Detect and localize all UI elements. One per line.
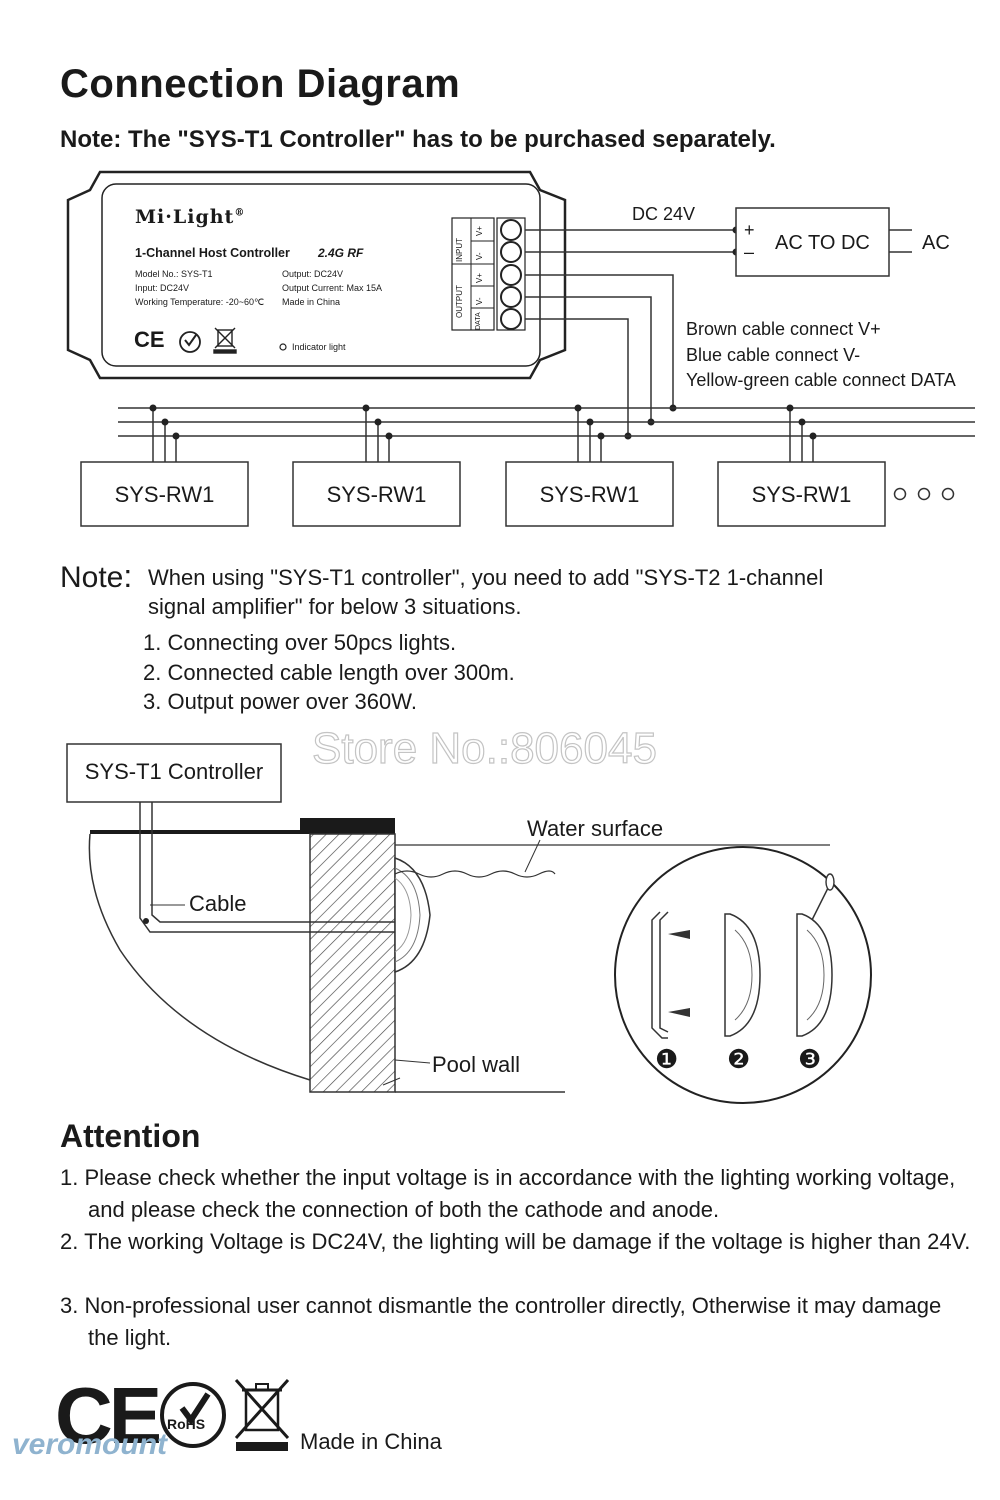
light-label-3: SYS-RW1: [539, 482, 640, 507]
purchase-note: Note: The "SYS-T1 Controller" has to be …: [60, 126, 776, 153]
made-in-china: Made in China: [300, 1429, 442, 1454]
input-spec: Input: DC24V: [135, 283, 190, 293]
water-surface-label: Water surface: [527, 816, 664, 841]
ac-label: AC: [922, 232, 950, 254]
terminal-screw-5: [500, 308, 522, 330]
more-dot-2: [917, 487, 931, 501]
terminal-screw-2: [500, 241, 522, 263]
made-small: Made in China: [282, 297, 341, 307]
indicator-label: Indicator light: [292, 342, 346, 352]
more-dot-1: [893, 487, 907, 501]
page-title: Connection Diagram: [60, 62, 461, 106]
note-line-2: signal amplifier" for below 3 situations…: [148, 594, 522, 619]
pin-2: V-: [475, 252, 484, 260]
terminal-screw-4: [500, 286, 522, 308]
pin-3: V+: [475, 272, 484, 283]
pool-controller-label: SYS-T1 Controller: [84, 759, 264, 784]
attention-item-1: 1. Please check whether the input voltag…: [60, 1165, 956, 1222]
light-box-1: [80, 461, 249, 527]
bracket-icon: [651, 911, 669, 1039]
current-spec: Output Current: Max 15A: [282, 283, 383, 293]
temp-spec: Working Temperature: -20~60℃: [135, 297, 265, 307]
more-dot-3: [941, 487, 955, 501]
pin-5: DATA: [475, 312, 482, 330]
pool-deck: [90, 818, 395, 834]
lamp-mounted-icon: [796, 913, 833, 1037]
store-watermark: Store No.:806045: [311, 723, 657, 773]
light-label-4: SYS-RW1: [751, 482, 852, 507]
terminal-screw-1: [500, 219, 522, 241]
soil-edge: [88, 833, 311, 1081]
light-box-2: [292, 461, 461, 527]
controller-name: 1-Channel Host Controller: [135, 246, 290, 260]
note-item-1: 1. Connecting over 50pcs lights.: [143, 630, 457, 655]
weee-bin-icon: [234, 1378, 290, 1451]
converter-label: AC TO DC: [775, 232, 870, 254]
step-3-badge: ❸: [798, 1044, 822, 1074]
step-1-badge: ❶: [655, 1044, 679, 1074]
note-heading: Note:: [60, 558, 133, 594]
rohs-label: RoHS: [167, 1416, 206, 1432]
ac-to-dc-converter: [735, 207, 890, 277]
attention-item-3: 3. Non-professional user cannot dismantl…: [60, 1293, 942, 1350]
rohs-small-icon: [179, 331, 201, 353]
ce-small-mark: CE: [134, 327, 165, 352]
screwdriver-icon: [811, 887, 829, 921]
light-label-2: SYS-RW1: [326, 482, 427, 507]
terminal-screw-3: [500, 264, 522, 286]
light-box-4: [717, 461, 886, 527]
bin-small-icon: [213, 327, 237, 354]
note-line-1: When using "SYS-T1 controller", you need…: [148, 565, 824, 590]
terminal-label-block: [451, 217, 495, 331]
pin-1: V+: [475, 225, 484, 236]
ce-mark: CE: [55, 1371, 162, 1460]
water-wave: [394, 870, 556, 878]
rf-label: 2.4G RF: [318, 246, 364, 260]
pool-light-fixture: [394, 856, 431, 974]
cable-note-brown: Brown cable connect V+: [686, 319, 881, 339]
cable-label: Cable: [189, 891, 247, 916]
pool-diagram: [66, 743, 872, 1104]
veromount-watermark: veromount: [12, 1428, 168, 1461]
terminal-output-label: OUTPUT: [455, 285, 464, 318]
plus-sign: +: [744, 220, 755, 240]
cable-note-blue: Blue cable connect V-: [686, 345, 861, 365]
brand-logo: Mi·Light®: [135, 206, 246, 228]
attention-item-2: 2. The working Voltage is DC24V, the lig…: [60, 1229, 971, 1254]
screw-icon: [668, 930, 690, 1017]
wiring-diagram: [66, 170, 975, 527]
attention-title: Attention: [60, 1118, 201, 1154]
pool-wall-label: Pool wall: [432, 1052, 521, 1077]
model-no: Model No.: SYS-T1: [135, 269, 213, 279]
step-2-badge: ❷: [727, 1044, 751, 1074]
pool-wall: [309, 833, 396, 1093]
note-item-2: 2. Connected cable length over 300m.: [143, 660, 515, 685]
output-spec: Output: DC24V: [282, 269, 344, 279]
dc-label: DC 24V: [632, 204, 696, 224]
indicator-light-icon: [279, 343, 287, 351]
minus-sign: –: [744, 242, 755, 262]
terminal-input-label: INPUT: [455, 238, 464, 262]
cable-note-yellow: Yellow-green cable connect DATA: [686, 370, 956, 390]
note-item-3: 3. Output power over 360W.: [143, 689, 417, 714]
rohs-icon: [160, 1382, 226, 1448]
pool-controller-box: [66, 743, 282, 803]
light-box-3: [505, 461, 674, 527]
pin-4: V-: [475, 297, 484, 305]
light-label-1: SYS-RW1: [114, 482, 215, 507]
lamp-side-icon: [724, 913, 761, 1037]
